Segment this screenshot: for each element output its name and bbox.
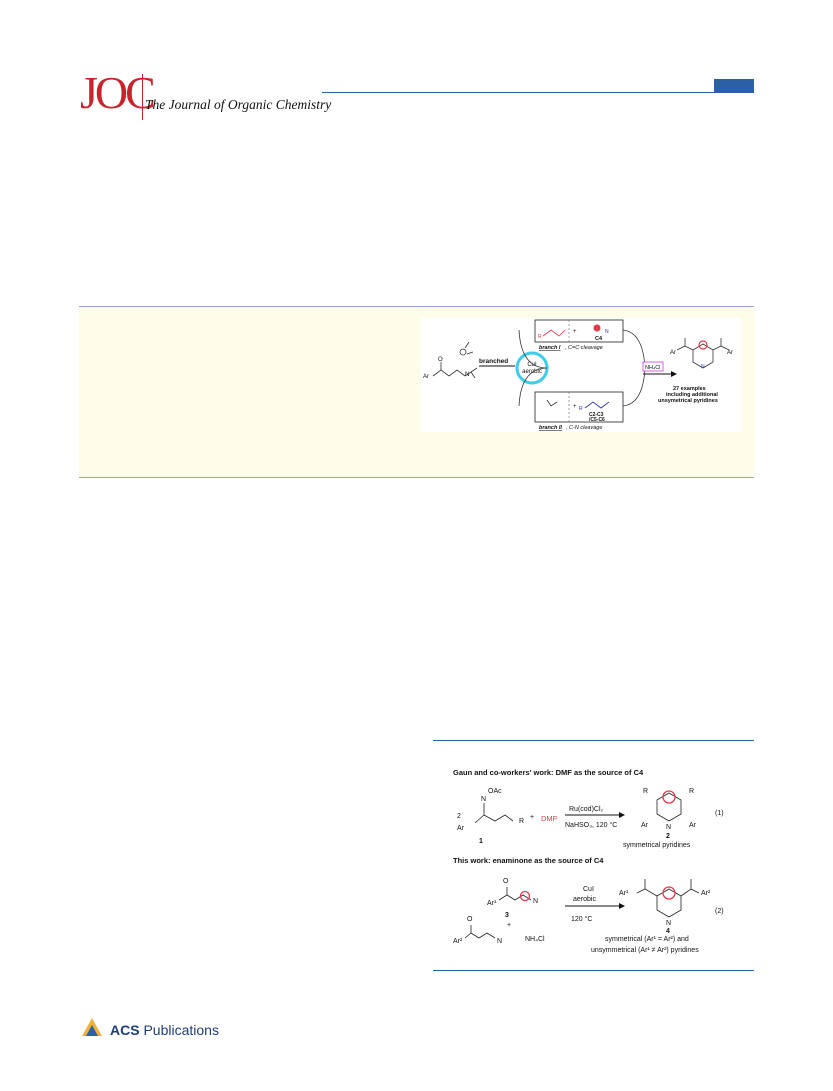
- acs-icon: [80, 1016, 104, 1045]
- compound3: 3: [505, 912, 509, 919]
- svg-text:Ar¹: Ar¹: [487, 900, 497, 907]
- svg-text:(1): (1): [715, 810, 724, 817]
- svg-text:NH₄Cl: NH₄Cl: [525, 936, 545, 943]
- svg-text:Ru(cod)Cl₂: Ru(cod)Cl₂: [569, 806, 604, 813]
- svg-text:R: R: [689, 788, 694, 795]
- branch2-box: [534, 391, 624, 423]
- acs-publications-logo: ACS Publications: [80, 1015, 219, 1045]
- branched-label: branched: [479, 358, 508, 365]
- svg-text:Ar²: Ar²: [453, 938, 463, 945]
- examples: 27 examples: [673, 386, 706, 392]
- branch2-c: C2-C3: [589, 412, 604, 418]
- branch2-c2: /C5-C6: [589, 417, 605, 423]
- toc-graphic: Ar O N branched CuI aerobic R + N C4 bra…: [421, 318, 741, 432]
- brace-left-bottom: [518, 367, 548, 407]
- journal-logo: JOC: [80, 67, 156, 118]
- catalyst-line1: CuI: [527, 362, 537, 368]
- svg-text:N: N: [666, 920, 671, 927]
- svg-text:R: R: [579, 406, 583, 412]
- svg-text:O: O: [503, 878, 509, 885]
- product-structure: [676, 338, 730, 369]
- acs-brand: ACS Publications: [110, 1022, 219, 1038]
- svg-text:+: +: [507, 922, 511, 929]
- svg-text:O: O: [467, 916, 473, 923]
- svg-text:Ar: Ar: [670, 350, 676, 356]
- svg-text:Ar²: Ar²: [701, 890, 711, 897]
- svg-text:Ar: Ar: [727, 350, 733, 356]
- svg-text:Ar: Ar: [689, 822, 697, 829]
- header-tab: [714, 79, 754, 92]
- svg-text:+: +: [530, 814, 534, 821]
- svg-text:120 °C: 120 °C: [571, 915, 592, 923]
- header-rule: [322, 92, 754, 93]
- svg-text:R: R: [538, 334, 542, 340]
- scheme-top-rule: [433, 740, 754, 741]
- toc-ar: Ar: [423, 374, 429, 380]
- svg-text:Ar: Ar: [641, 822, 649, 829]
- svg-text:Ar¹: Ar¹: [619, 890, 629, 897]
- svg-text:Ar: Ar: [457, 825, 465, 832]
- compound4: 4: [666, 928, 670, 935]
- reagent-label: NH₄Cl: [645, 365, 660, 371]
- brace-right-bottom: [622, 367, 646, 407]
- scheme-figure: Gaun and co-workers' work: DMF as the so…: [433, 745, 754, 967]
- product2b: unsymmetrical (Ar¹ ≠ Ar²) pyridines: [591, 947, 699, 954]
- scheme-title1: Gaun and co-workers' work: DMF as the so…: [453, 768, 644, 777]
- brace-left-top: [518, 329, 548, 369]
- svg-text:N: N: [666, 824, 671, 831]
- journal-name: The Journal of Organic Chemistry: [145, 97, 332, 112]
- svg-text:2: 2: [457, 813, 461, 820]
- enaminone-structure: [432, 341, 478, 379]
- svg-text:N: N: [605, 329, 609, 335]
- svg-text:NaHSO₃, 120 °C: NaHSO₃, 120 °C: [565, 821, 617, 829]
- toc-n: N: [465, 372, 469, 378]
- svg-text:aerobic: aerobic: [573, 896, 596, 903]
- svg-text:+: +: [573, 404, 577, 410]
- logo-divider: [142, 74, 143, 120]
- svg-text:N: N: [701, 364, 705, 370]
- branch1-desc: , C=C cleavage: [565, 345, 603, 351]
- branch2-label: branch II: [539, 425, 562, 431]
- including: including additional: [666, 392, 718, 398]
- svg-text:OAc: OAc: [488, 788, 502, 795]
- toc-o: O: [438, 357, 443, 363]
- svg-text:N: N: [533, 898, 538, 905]
- product1: symmetrical pyridines: [623, 842, 691, 849]
- reagent-box: [642, 361, 664, 372]
- svg-text:N: N: [497, 938, 502, 945]
- svg-text:+: +: [573, 329, 577, 335]
- scheme-title2: This work: enaminone as the source of C4: [453, 856, 604, 865]
- svg-text:R: R: [643, 788, 648, 795]
- unsym: unsymetrical pyridines: [658, 398, 718, 404]
- svg-text:(2): (2): [715, 908, 724, 915]
- scheme-bottom-rule: [433, 970, 754, 971]
- svg-text:CuI: CuI: [583, 886, 594, 893]
- compound2: 2: [666, 833, 670, 840]
- branch1-box: [534, 319, 624, 343]
- brace-right-top: [622, 329, 646, 369]
- svg-text:N: N: [481, 796, 486, 803]
- branch1-c4: C4: [595, 336, 603, 342]
- product2a: symmetrical (Ar¹ = Ar²) and: [605, 936, 689, 943]
- compound1: 1: [479, 838, 483, 845]
- svg-text:R: R: [519, 818, 524, 825]
- branch1-label: branch I: [539, 345, 561, 351]
- branch2-desc: , C-N cleavage: [566, 425, 602, 431]
- dmf-label: DMF: [541, 814, 558, 823]
